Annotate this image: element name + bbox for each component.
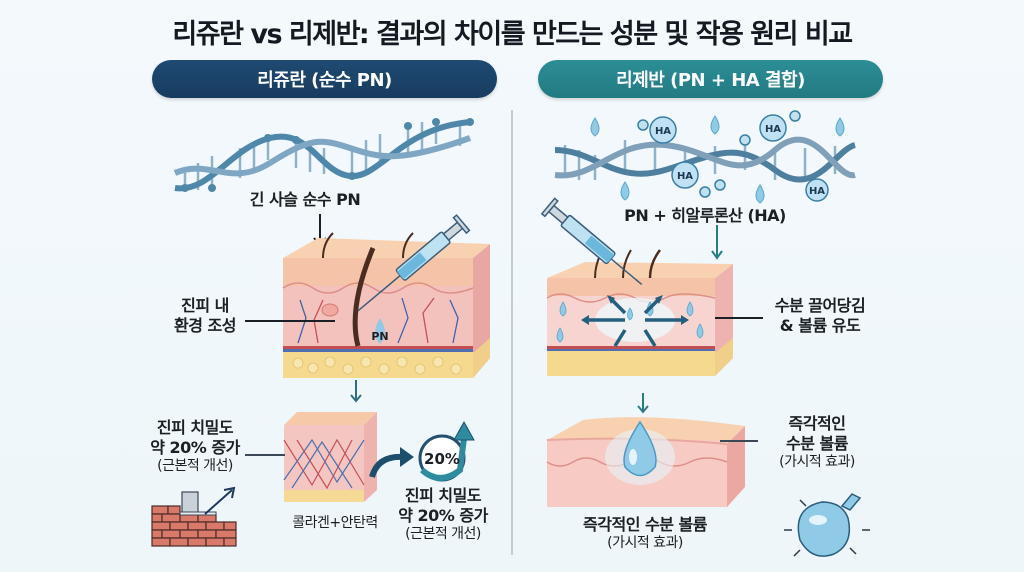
skin-cross-section: PN [282, 232, 490, 378]
header-rejuran-label: 리쥬란 (순수 PN) [257, 70, 392, 91]
column-divider [511, 110, 513, 555]
volume-label: 즉각적인 수분 볼륨 (가시적 효과) [762, 414, 872, 472]
brick-wall-icon [151, 486, 237, 547]
volume-label-line2: 수분 볼륨 [786, 434, 848, 453]
dermis-label: 진피 내 환경 조성 [155, 296, 255, 336]
ha-molecule-label: HA [677, 171, 693, 182]
header-rejevan: 리제반 (PN + HA 결합) [538, 60, 883, 98]
density-label-line2: 약 20% 증가 [150, 438, 240, 457]
header-rejevan-label: 리제반 (PN + HA 결합) [616, 70, 805, 91]
bottom-volume-label-line2: (가시적 효과) [607, 535, 683, 551]
result-label-line3: (근본적 개선) [405, 526, 481, 542]
down-arrow-icon [711, 225, 723, 260]
skin-cross-section [546, 249, 733, 376]
down-arrow-icon [637, 393, 649, 414]
syringe-icon [540, 197, 643, 286]
dermis-leader-line [245, 320, 335, 322]
volume-label-line3: (가시적 효과) [779, 454, 855, 470]
dermis-label-line1: 진피 내 [181, 296, 229, 315]
effect-label-line1: 수분 끌어당김 [774, 296, 866, 315]
volume-skin-block [546, 417, 745, 507]
volume-leader-line [720, 440, 758, 442]
ha-molecule-label: HA [655, 126, 671, 137]
effect-leader-line [715, 317, 763, 319]
syringe-icon [357, 214, 471, 312]
pn-drop-label: PN [371, 330, 388, 343]
curved-arrow-icon [369, 447, 414, 478]
result-label-line2: 약 20% 증가 [398, 506, 488, 525]
down-arrow-icon [350, 380, 362, 403]
density-label: 진피 치밀도 약 20% 증가 (근본적 개선) [140, 418, 250, 476]
bottom-volume-label-line1: 즉각적인 수분 볼륨 [583, 515, 707, 534]
effect-label: 수분 끌어당김 & 볼륨 유도 [760, 296, 880, 336]
dna-helix-icon [173, 118, 474, 192]
right-dna-label: PN + 히알루론산 (HA) [624, 206, 786, 225]
collagen-skin-block [283, 412, 377, 502]
density-leader-line [245, 454, 285, 456]
ha-molecule-label: HA [765, 124, 781, 135]
dna-helix-icon: HA HA HA HA [554, 110, 857, 204]
volume-label-line1: 즉각적인 [788, 414, 846, 433]
collagen-label: 콜라겐+안탄력 [292, 515, 378, 531]
ha-molecule-label: HA [809, 186, 825, 197]
page-title: 리쥬란 vs 리제반: 결과의 차이를 만드는 성분 및 작용 원리 비교 [172, 19, 853, 50]
left-dna-label: 긴 사슬 순수 PN [249, 190, 361, 209]
circular-arrow-badge-icon: 20% [418, 420, 475, 482]
badge-value: 20% [424, 450, 460, 468]
header-rejuran: 리쥬란 (순수 PN) [152, 60, 497, 98]
water-balloon-icon [784, 493, 870, 557]
density-label-line1: 진피 치밀도 [156, 418, 234, 437]
bottom-volume-label: 즉각적인 수분 볼륨 (가시적 효과) [560, 515, 730, 553]
effect-label-line2: & 볼륨 유도 [779, 316, 861, 335]
dermis-label-line2: 환경 조성 [174, 316, 236, 335]
result-label: 진피 치밀도 약 20% 증가 (근본적 개선) [388, 486, 498, 544]
result-label-line1: 진피 치밀도 [404, 486, 482, 505]
density-label-line3: (근본적 개선) [157, 458, 233, 474]
